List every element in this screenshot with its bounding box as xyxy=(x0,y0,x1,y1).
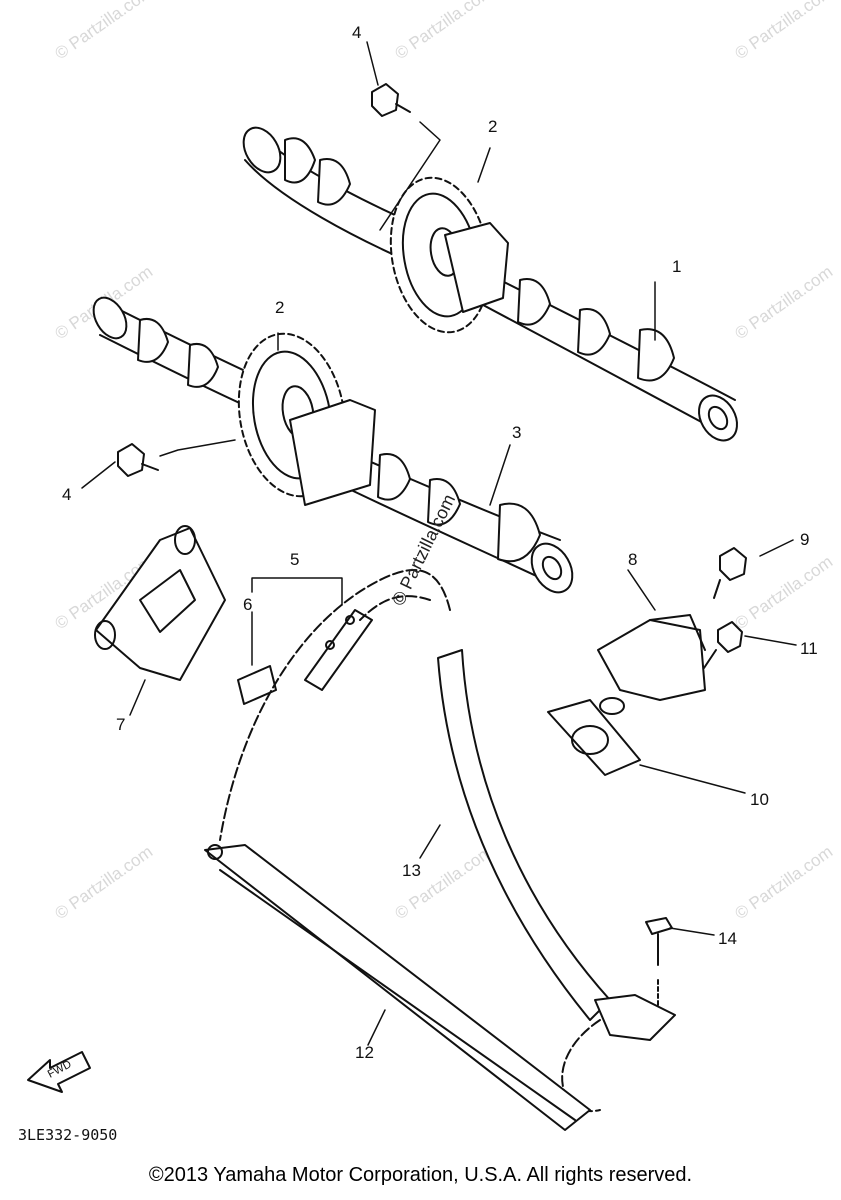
chain-guide-rear xyxy=(204,844,591,1131)
upper-camshaft xyxy=(242,126,738,442)
callout-2: 2 xyxy=(488,117,497,136)
callout-12: 12 xyxy=(355,1043,374,1062)
watermark: © Partzilla.com xyxy=(731,552,836,633)
copyright-text: ©2013 Yamaha Motor Corporation, U.S.A. A… xyxy=(148,1164,693,1186)
watermark-layer: © Partzilla.com © Partzilla.com © Partzi… xyxy=(51,0,836,923)
callout-7: 7 xyxy=(116,715,125,734)
chain-tensioner xyxy=(597,614,706,715)
leader-lines xyxy=(81,41,797,1046)
callout-11: 11 xyxy=(800,639,818,658)
callout-4: 4 xyxy=(352,23,361,42)
chain-guide-front xyxy=(437,649,676,1041)
chain-joint xyxy=(237,665,277,705)
callout-8: 8 xyxy=(628,550,637,569)
callout-2: 2 xyxy=(275,298,284,317)
watermark: © Partzilla.com xyxy=(391,0,496,63)
chain-link-set xyxy=(304,609,373,691)
timing-chain xyxy=(219,569,601,1113)
watermark: © Partzilla.com xyxy=(391,842,496,923)
bolt-upper xyxy=(371,83,441,231)
camshaft-cap xyxy=(94,525,226,681)
lower-camshaft xyxy=(92,296,574,594)
watermark: © Partzilla.com xyxy=(731,0,836,63)
upper-sprocket xyxy=(389,176,509,334)
callout-14: 14 xyxy=(718,929,737,948)
callout-10: 10 xyxy=(750,790,769,809)
watermark: © Partzilla.com xyxy=(731,842,836,923)
tensioner-mount-bolt xyxy=(703,621,743,669)
fwd-arrow-icon xyxy=(27,1051,91,1093)
watermark: © Partzilla.com xyxy=(731,262,836,343)
watermark: © Partzilla.com xyxy=(51,842,156,923)
callout-4: 4 xyxy=(62,485,71,504)
callout-3: 3 xyxy=(512,423,521,442)
bolt-lower xyxy=(117,439,236,477)
callout-13: 13 xyxy=(402,861,421,880)
watermark: © Partzilla.com xyxy=(51,0,156,63)
guide-bolt xyxy=(645,917,673,1009)
callout-5: 5 xyxy=(290,550,299,569)
tensioner-gasket xyxy=(547,699,641,776)
tensioner-bolt xyxy=(713,547,747,599)
callout-9: 9 xyxy=(800,530,809,549)
callout-6: 6 xyxy=(243,595,252,614)
callout-1: 1 xyxy=(672,257,681,276)
part-code: 3LE332-9050 xyxy=(18,1126,118,1144)
lower-sprocket xyxy=(237,332,376,506)
